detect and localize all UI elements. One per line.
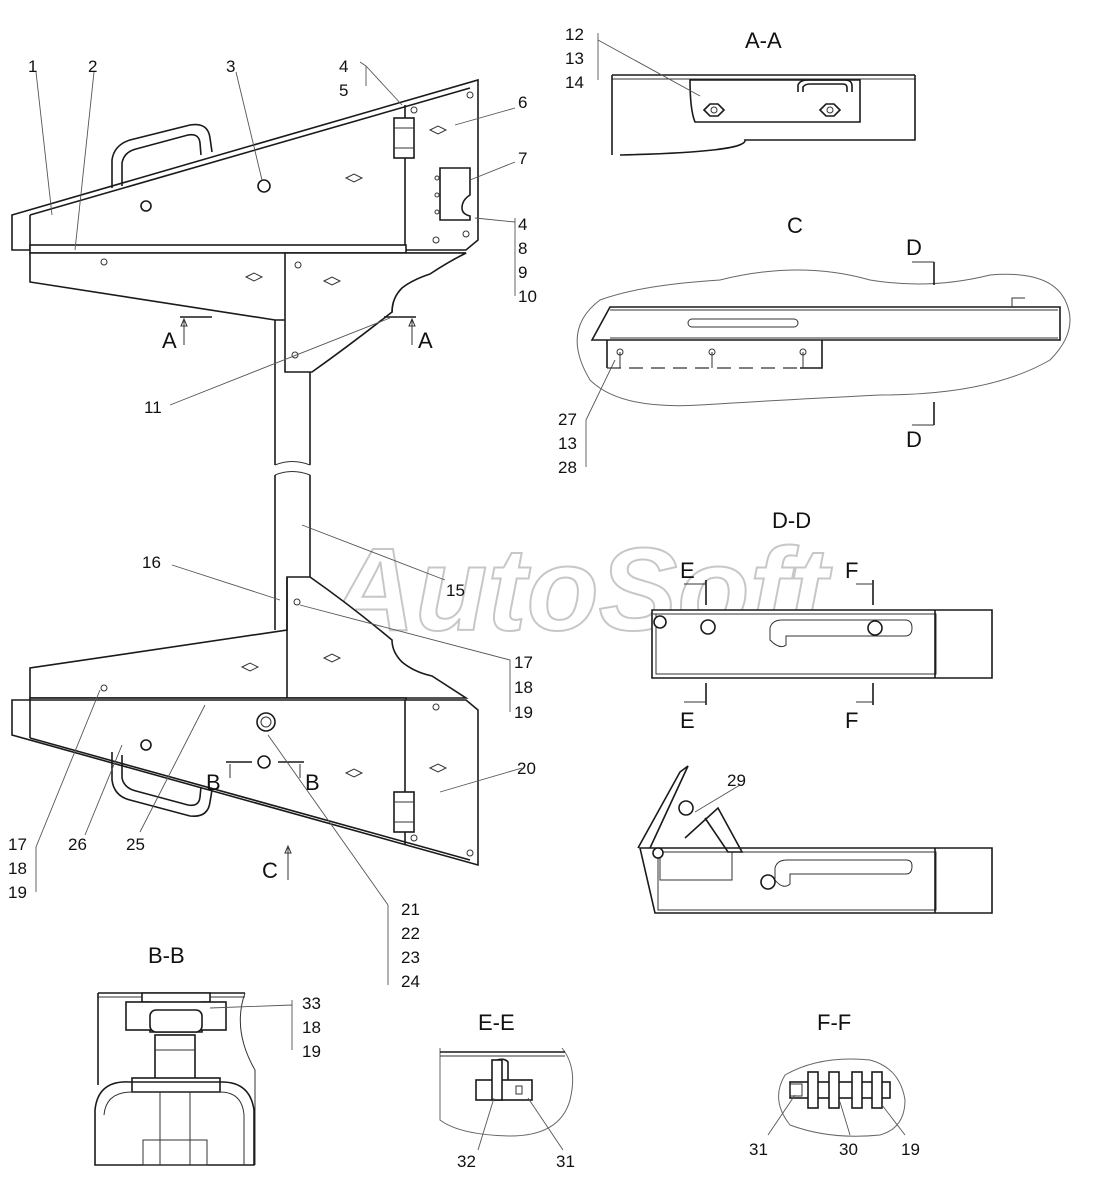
- callout-15: 15: [446, 581, 465, 600]
- callout-19: 19: [514, 703, 533, 722]
- mark-f-top: F: [845, 558, 858, 583]
- callout-1: 1: [28, 57, 37, 76]
- callout-31: 31: [556, 1152, 575, 1171]
- callout-17b: 17: [8, 835, 27, 854]
- callout-16: 16: [142, 553, 161, 572]
- callout-23: 23: [401, 948, 420, 967]
- callout-11: 11: [144, 398, 162, 417]
- title-section-ff: F-F: [817, 1010, 851, 1035]
- callout-9: 9: [518, 263, 527, 282]
- callout-12: 12: [565, 25, 584, 44]
- callout-20: 20: [517, 759, 536, 778]
- callout-3: 3: [226, 57, 235, 76]
- section-cut-markers: [180, 316, 416, 880]
- lower-step-assembly: [11, 471, 479, 867]
- callout-4: 4: [339, 57, 348, 76]
- mark-b-left: B: [206, 770, 221, 795]
- callout-22: 22: [401, 924, 420, 943]
- title-section-ee: E-E: [478, 1010, 515, 1035]
- callout-19c: 19: [302, 1042, 321, 1061]
- mark-f-bottom: F: [845, 708, 858, 733]
- callout-31b: 31: [749, 1140, 768, 1159]
- callout-25: 25: [126, 835, 145, 854]
- callout-4b: 4: [518, 215, 527, 234]
- callout-28: 28: [558, 458, 577, 477]
- section-dd-view: [651, 580, 993, 705]
- callout-5: 5: [339, 81, 348, 100]
- section-aa-view: [611, 74, 916, 156]
- mark-e-bottom: E: [680, 708, 695, 733]
- title-section-bb: B-B: [148, 943, 185, 968]
- callout-18c: 18: [302, 1018, 321, 1037]
- callout-19b: 19: [8, 883, 27, 902]
- callout-30: 30: [839, 1140, 858, 1159]
- section-ff-view: [778, 1058, 906, 1137]
- mark-d-bottom: D: [906, 427, 922, 452]
- open-position-view: [637, 765, 993, 914]
- callout-29: 29: [727, 771, 746, 790]
- title-view-c: C: [787, 213, 803, 238]
- callout-27: 27: [558, 410, 577, 429]
- callout-26: 26: [68, 835, 87, 854]
- callout-2: 2: [88, 57, 97, 76]
- upper-step-assembly: [11, 78, 479, 466]
- mark-a-right: A: [418, 328, 433, 353]
- callout-6: 6: [518, 93, 527, 112]
- mark-d-top: D: [906, 235, 922, 260]
- leader-lines: [35, 33, 906, 1151]
- callout-18b: 18: [8, 859, 27, 878]
- callout-14: 14: [565, 73, 584, 92]
- title-section-aa: A-A: [745, 28, 782, 53]
- section-bb-view: [94, 992, 256, 1166]
- mark-b-right: B: [305, 770, 320, 795]
- callout-8: 8: [518, 239, 527, 258]
- callout-33: 33: [302, 994, 321, 1013]
- mark-e-top: E: [680, 558, 695, 583]
- callout-18: 18: [514, 678, 533, 697]
- title-section-dd: D-D: [772, 508, 811, 533]
- callout-10: 10: [518, 287, 537, 306]
- callout-21: 21: [401, 900, 420, 919]
- callout-24: 24: [401, 972, 420, 991]
- mark-c-view: C: [262, 858, 278, 883]
- callout-32: 32: [457, 1152, 476, 1171]
- section-ee-view: [439, 1047, 574, 1137]
- callout-13: 13: [565, 49, 584, 68]
- callout-19d: 19: [901, 1140, 920, 1159]
- callout-7: 7: [518, 149, 527, 168]
- mark-a-left: A: [162, 328, 177, 353]
- callout-13b: 13: [558, 434, 577, 453]
- callout-17: 17: [514, 653, 533, 672]
- view-c: [576, 261, 1071, 426]
